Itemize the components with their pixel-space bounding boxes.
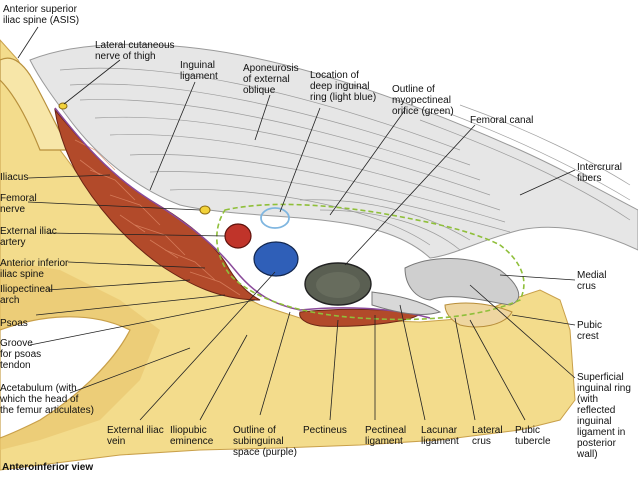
label-pectineal-ligament: Pectineal ligament [365, 425, 407, 447]
label-superficial-ring: Superficial inguinal ring (with reflecte… [577, 372, 631, 460]
label-pubic-crest: Pubic crest [577, 320, 603, 342]
leader-lines [17, 26, 576, 421]
external-iliac-artery [224, 223, 252, 249]
label-femoral-nerve: Femoral nerve [0, 193, 37, 215]
label-acetabulum: Acetabulum (with which the head of the f… [0, 383, 94, 416]
label-deep-inguinal-ring: Location of deep inguinal ring (light bl… [310, 70, 377, 103]
aponeurosis-fibers [59, 67, 631, 251]
muscle-texture [74, 139, 241, 296]
label-subinguinal-space: Outline of subinguinal space (purple) [233, 425, 297, 458]
figure-caption: Anteroinferior view [2, 462, 94, 473]
label-external-iliac-artery: External iliac artery [0, 226, 57, 248]
aponeurosis-sheet [29, 43, 638, 259]
iliac-crest [0, 57, 72, 151]
label-iliopectineal-arch: Iliopectineal arch [0, 284, 53, 306]
label-groove-psoas: Groove for psoas tendon [0, 338, 42, 371]
deep-ring-outline [260, 207, 290, 229]
label-iliopubic-eminence: Iliopubic eminence [170, 425, 214, 447]
label-inguinal-ligament: Inguinal ligament [180, 60, 218, 82]
femoral-nerve-spot [199, 205, 211, 215]
femoral-canal-inner [316, 272, 360, 298]
label-psoas: Psoas [0, 318, 28, 329]
medial-crus [404, 258, 520, 306]
lat-cut-nerve-spot [58, 102, 68, 110]
label-lacunar-ligament: Lacunar ligament [421, 425, 459, 447]
label-aponeurosis: Aponeurosis of external oblique [243, 63, 299, 96]
label-pectineus: Pectineus [303, 425, 347, 436]
label-femoral-canal: Femoral canal [470, 115, 534, 126]
subinguinal-outline [54, 107, 431, 319]
label-aiis: Anterior inferior iliac spine [0, 258, 69, 280]
myopectineal-outline [215, 203, 525, 321]
label-medial-crus: Medial crus [577, 270, 607, 292]
label-pubic-tubercle: Pubic tubercle [515, 425, 551, 447]
label-intercrural-fibers: Intercrural fibers [577, 162, 623, 184]
acetabulum-rim [0, 316, 131, 439]
label-lateral-cutaneous-nerve: Lateral cutaneous nerve of thigh [95, 40, 175, 62]
external-iliac-vein [253, 241, 299, 277]
label-external-iliac-vein: External iliac vein [107, 425, 164, 447]
label-iliacus: Iliacus [0, 172, 29, 183]
label-asis: Anterior superior iliac spine (ASIS) [3, 4, 80, 26]
label-myopectineal-orifice: Outline of myopectineal orifice (green) [392, 84, 454, 117]
label-lateral-crus: Lateral crus [472, 425, 503, 447]
lacunar-ligament [371, 291, 442, 315]
